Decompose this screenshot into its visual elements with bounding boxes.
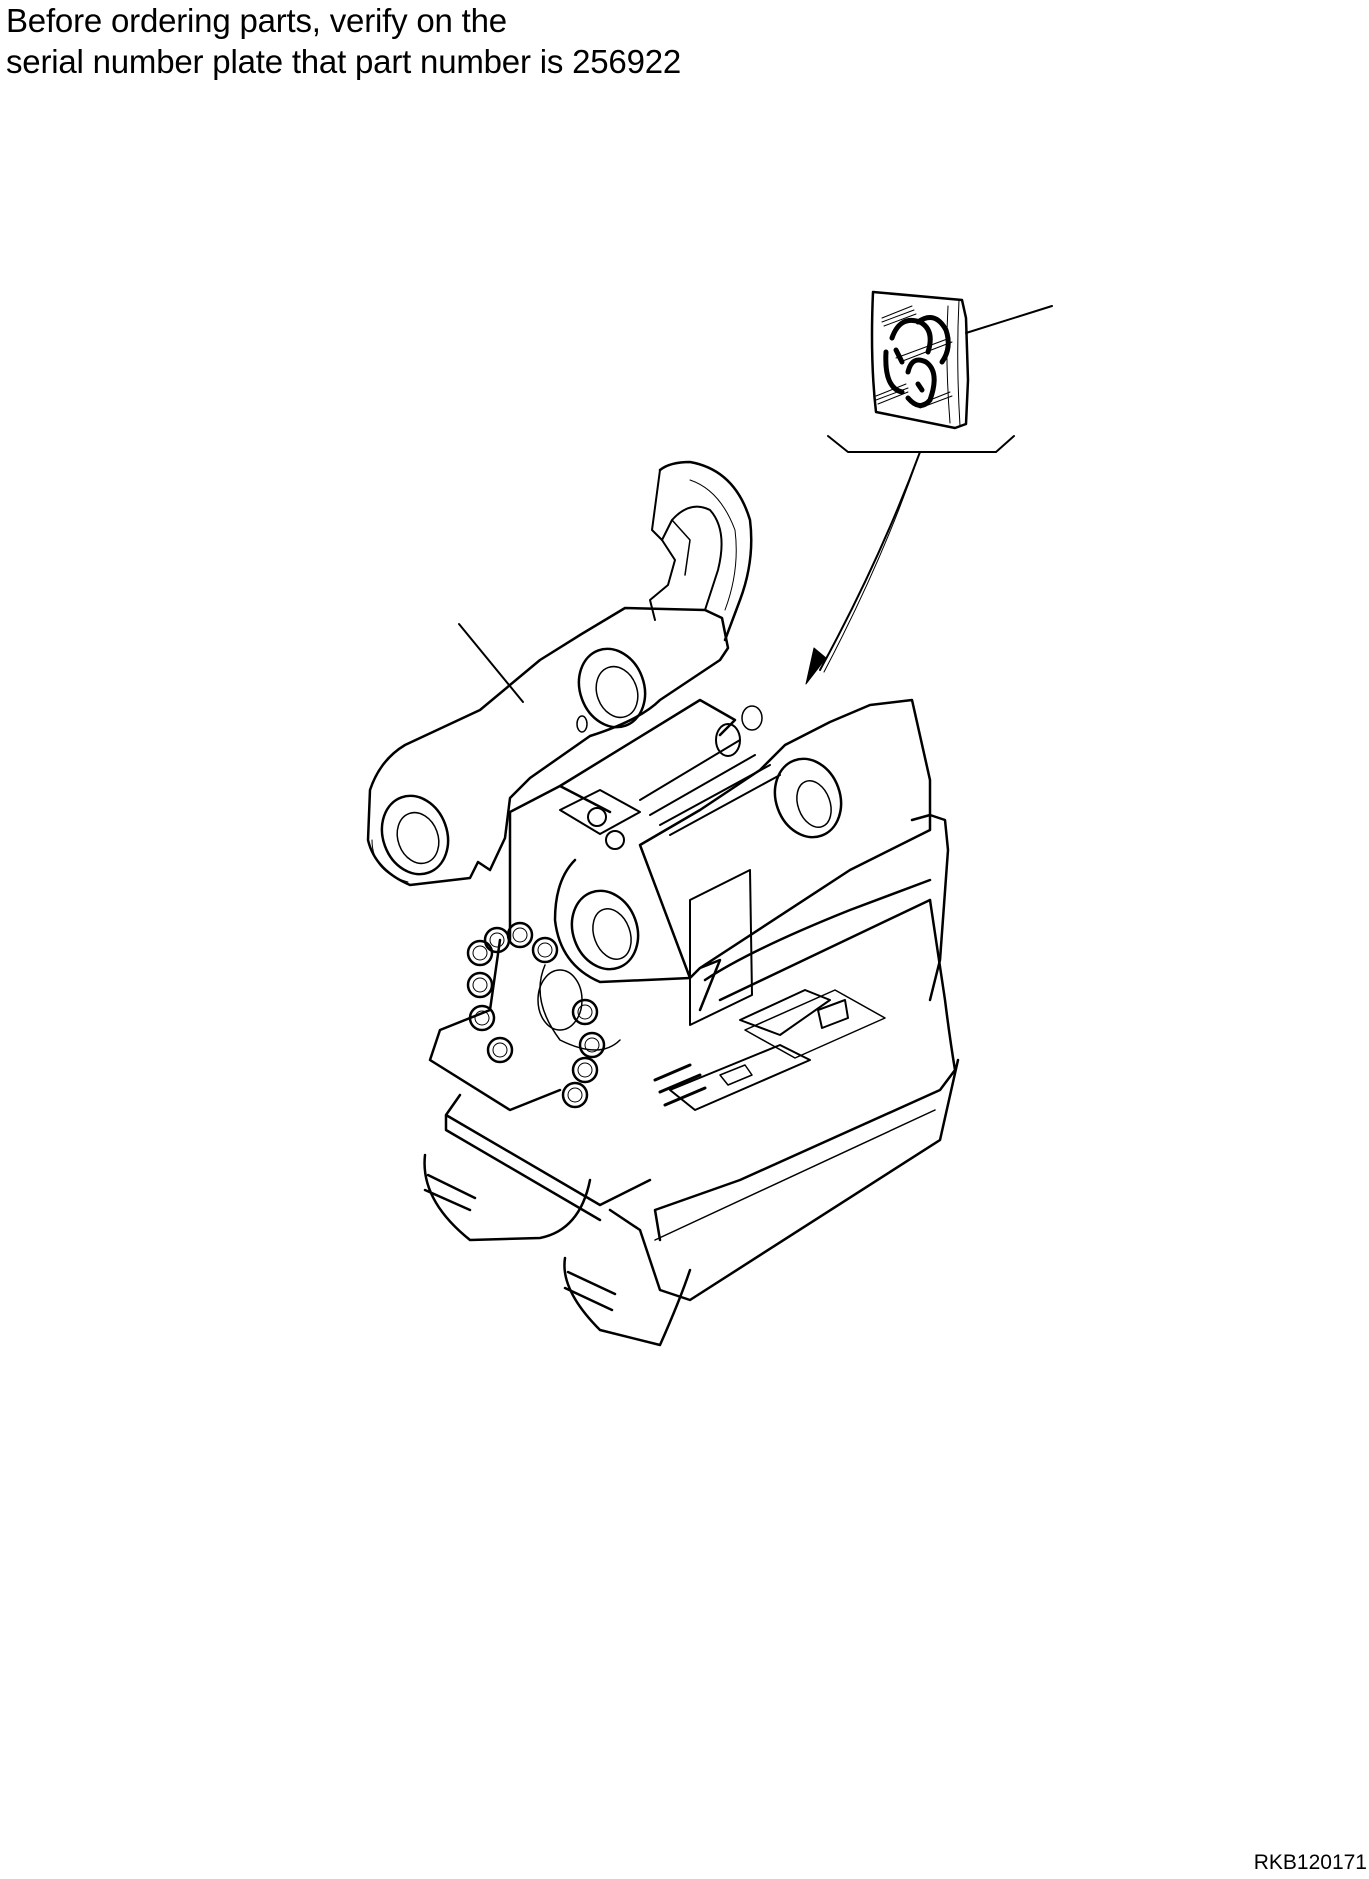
ordering-note: Before ordering parts, verify on the ser… [6, 0, 681, 82]
decal-leader [966, 306, 1052, 333]
decal-callout [806, 292, 1052, 684]
figure-id: RKB120171 [1253, 1851, 1367, 1874]
ordering-note-line-1: Before ordering parts, verify on the [6, 2, 507, 39]
decal-bracket [828, 436, 1014, 452]
ordering-note-line-2: serial number plate that part number is … [6, 43, 682, 80]
decal-pictogram-icon [872, 292, 968, 428]
decal-arrow-line [820, 452, 920, 670]
quick-coupler-drawing [368, 462, 958, 1345]
main-assembly-leader [459, 624, 523, 702]
decal-arrow-head [806, 648, 826, 684]
